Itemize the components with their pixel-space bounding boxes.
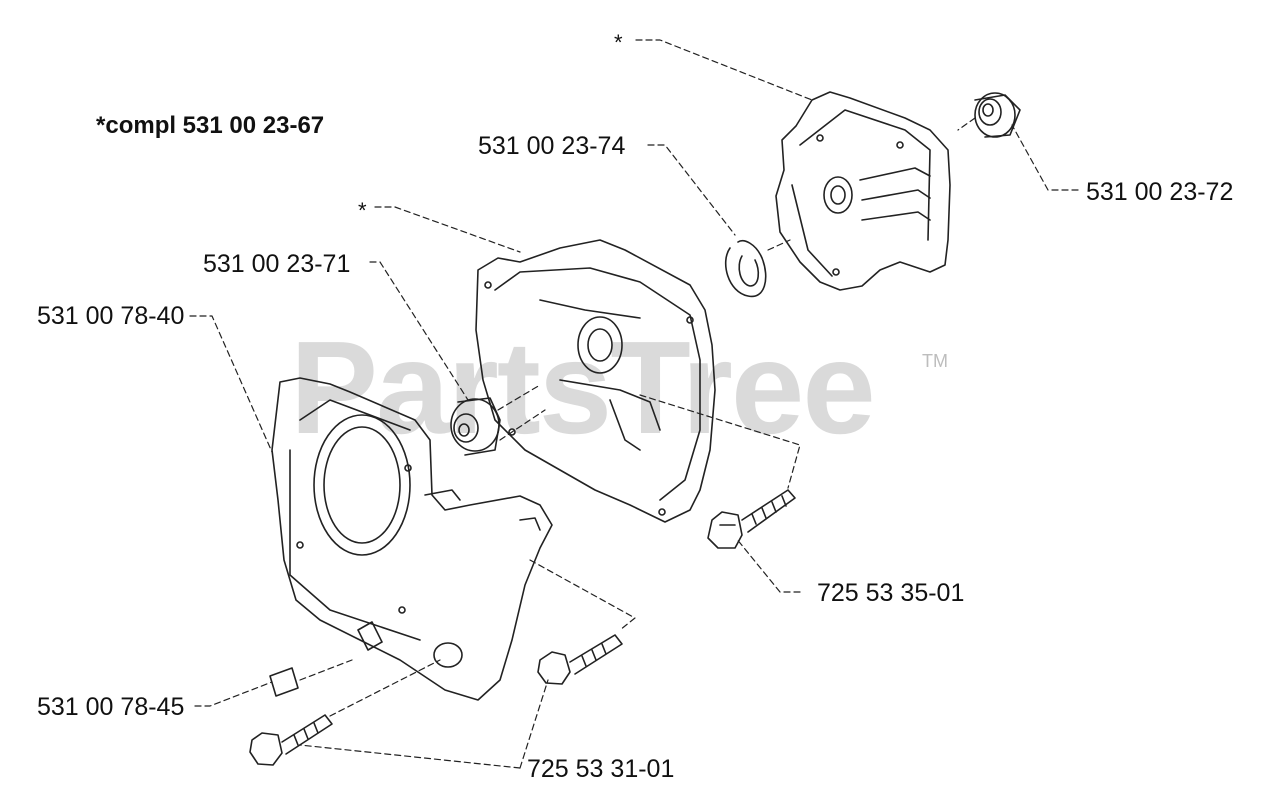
bearing-left <box>450 397 501 456</box>
callout-725-53-35-01[interactable]: 725 53 35-01 <box>817 579 965 607</box>
leader-23-71 <box>369 261 469 401</box>
watermark-logo: PartsTree <box>290 314 876 461</box>
screw-bottom-b <box>249 714 333 766</box>
leader-35-01 <box>735 537 801 593</box>
callout-531-00-23-72[interactable]: 531 00 23-72 <box>1086 178 1234 206</box>
leader-lines <box>189 39 1079 769</box>
screw-bottom-a <box>537 634 623 685</box>
plate-small <box>269 667 299 697</box>
callout-531-00-23-71[interactable]: 531 00 23-71 <box>203 250 351 278</box>
screw-right <box>707 489 796 549</box>
leader-23-74 <box>647 144 736 236</box>
leader-31-01-a <box>299 744 521 769</box>
leader-star-top <box>635 39 813 101</box>
star-marker-top: * <box>614 30 623 55</box>
callout-531-00-78-45[interactable]: 531 00 78-45 <box>37 693 185 721</box>
assembly-note: *compl 531 00 23-67 <box>96 112 325 139</box>
callout-531-00-78-40[interactable]: 531 00 78-40 <box>37 302 185 330</box>
leader-31-01-axis <box>529 559 636 631</box>
crankcase-left <box>475 239 716 523</box>
leader-star-mid <box>374 206 521 253</box>
crankcase-right <box>775 91 951 291</box>
callout-531-00-23-74[interactable]: 531 00 23-74 <box>478 132 626 160</box>
callout-725-53-31-01[interactable]: 725 53 31-01 <box>527 755 675 783</box>
circlip <box>724 240 767 298</box>
housing-left <box>271 377 553 701</box>
leader-78-45 <box>194 681 273 707</box>
leader-23-72 <box>1011 124 1079 191</box>
leader-31-01-b <box>519 679 549 769</box>
bearing-right <box>974 92 1021 138</box>
leader-78-40 <box>189 315 273 453</box>
leader-35-01-axis <box>639 394 801 489</box>
star-marker-mid: * <box>358 198 367 223</box>
watermark-trademark: TM <box>922 351 948 371</box>
